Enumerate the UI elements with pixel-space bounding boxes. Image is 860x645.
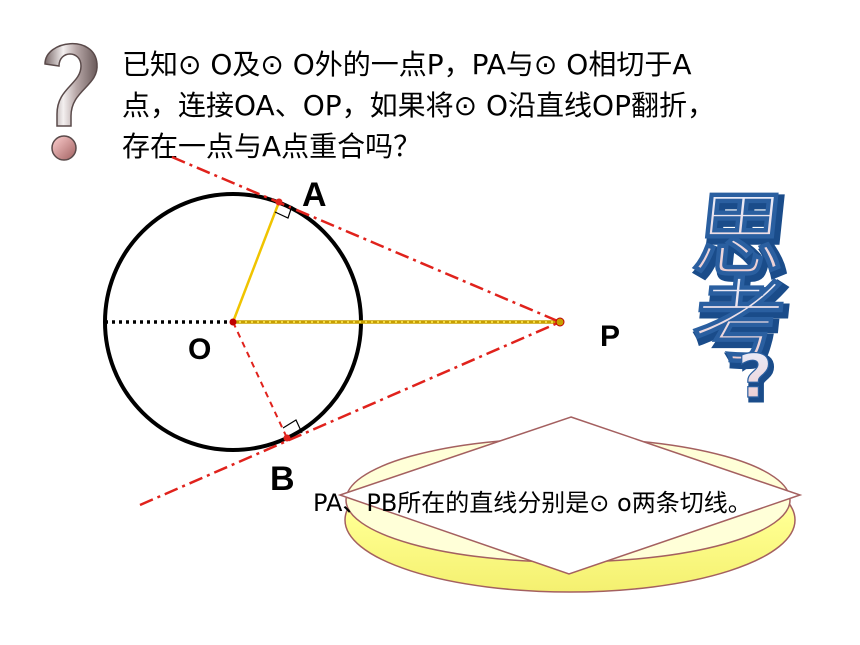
- right-angle-mark-a: [274, 205, 293, 219]
- think-banner: 思 思 考 考 ? ?: [687, 181, 799, 410]
- think-char-3: ?: [738, 342, 773, 410]
- conclusion-text: PA、PB所在的直线分别是⊙ o两条切线。: [313, 489, 752, 517]
- radius-oa: [231, 201, 281, 323]
- label-b: B: [270, 460, 295, 498]
- point-p: [555, 317, 565, 327]
- point-a: [275, 198, 283, 206]
- question-mark-icon: [44, 42, 98, 161]
- think-char-1: 思: [688, 182, 791, 290]
- think-char-1-shadow: 思: [692, 186, 795, 294]
- label-a: A: [302, 176, 327, 214]
- tangent-pb: [139, 320, 561, 507]
- think-char-2: 考: [687, 268, 790, 376]
- think-char-2-shadow: 考: [691, 272, 794, 380]
- tangent-pa: [171, 155, 561, 324]
- right-angle-mark-b: [282, 419, 303, 434]
- question-line-1: 已知⊙ O及⊙ O外的一点P，PA与⊙ O相切于A: [122, 48, 692, 81]
- question-text: 已知⊙ O及⊙ O外的一点P，PA与⊙ O相切于A 点，连接OA、OP，如果将⊙…: [122, 44, 822, 167]
- question-line-2: 点，连接OA、OP，如果将⊙ O沿直线OP翻折，: [122, 89, 715, 122]
- point-b: [283, 434, 291, 442]
- point-o: [229, 318, 237, 326]
- white-diamond: [337, 416, 803, 575]
- label-o: O: [188, 333, 212, 366]
- label-p: P: [600, 320, 621, 353]
- think-char-3-shadow: ?: [741, 345, 776, 410]
